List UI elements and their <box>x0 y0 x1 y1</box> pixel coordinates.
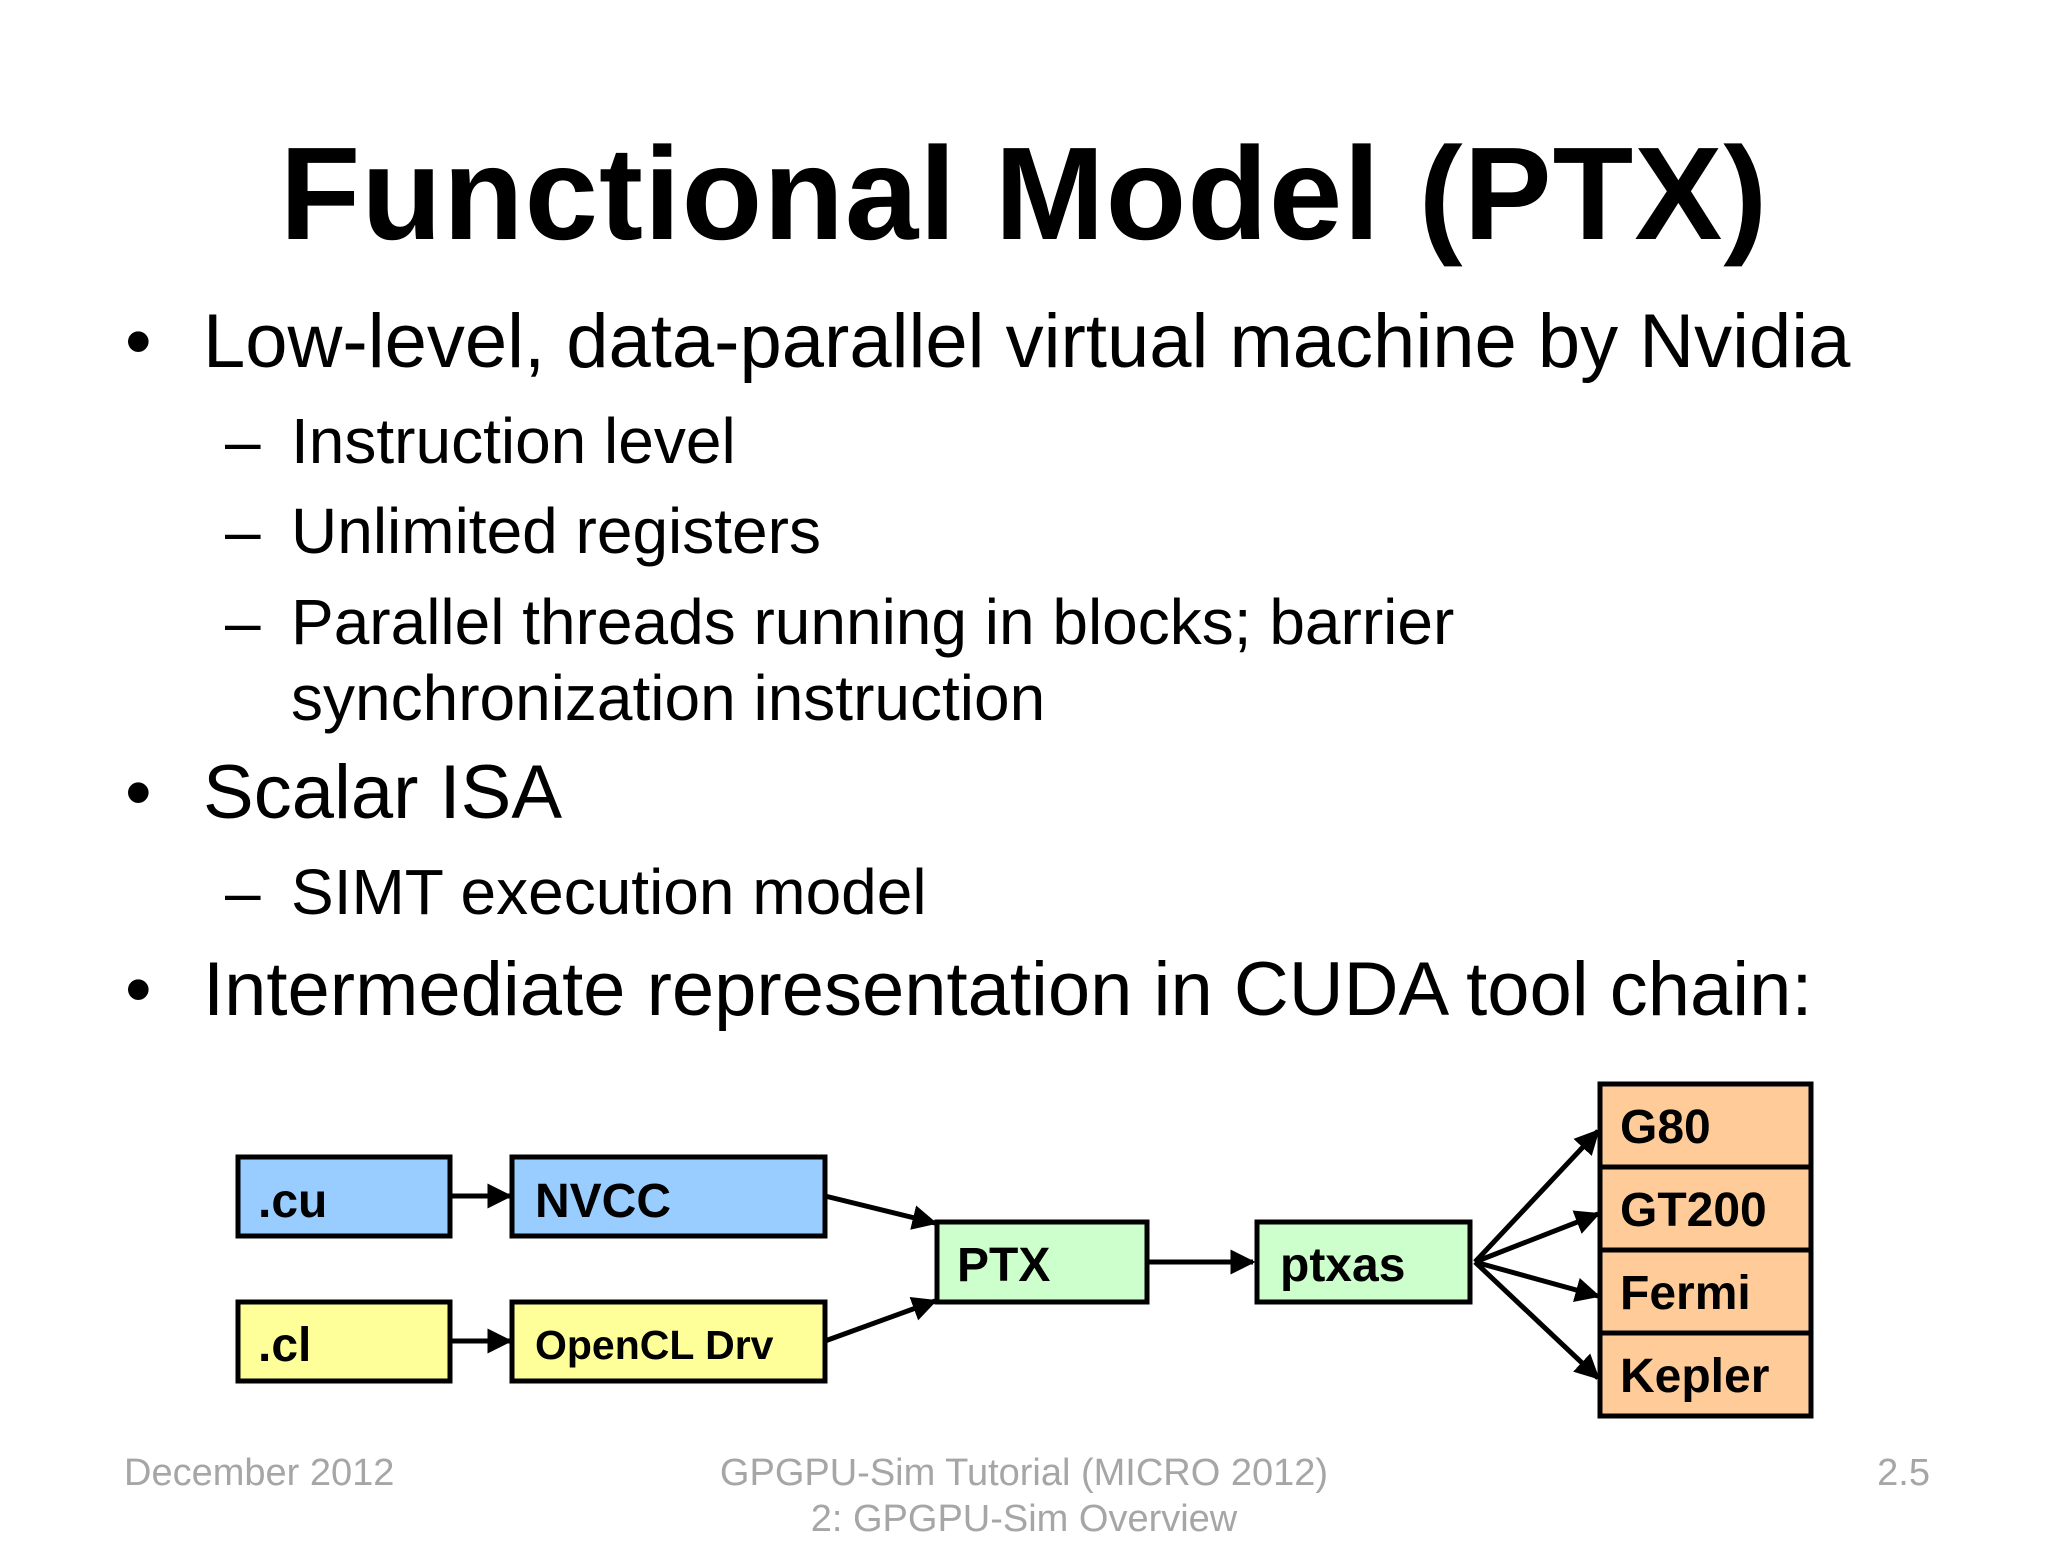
sub-bullet-text: SIMT execution model <box>291 856 927 928</box>
bullet-low-level: • Low-level, data-parallel virtual machi… <box>125 302 1850 382</box>
node-cu-label: .cu <box>258 1175 327 1228</box>
arrow-nvcc-to-ptx <box>824 1193 938 1230</box>
node-opencl-drv <box>509 1299 828 1384</box>
arrow-ptxas-to-fermi <box>1474 1259 1601 1303</box>
slide-title: Functional Model (PTX) <box>279 120 1769 267</box>
node-nvcc <box>509 1154 828 1239</box>
bullet-marker: • <box>125 947 152 1032</box>
node-ptx <box>934 1219 1150 1305</box>
node-cu <box>235 1154 453 1239</box>
arrow-ptxas-to-kepler <box>1473 1260 1600 1380</box>
sub-bullet-instruction-level: – Instruction level <box>225 404 736 480</box>
sub-bullet-marker: – <box>225 856 261 928</box>
node-ptx-label: PTX <box>957 1239 1050 1292</box>
node-cl <box>235 1299 453 1384</box>
bullet-marker: • <box>125 299 152 384</box>
sub-bullet-marker: – <box>225 586 261 658</box>
node-opencl-drv-label: OpenCL Drv <box>535 1322 774 1368</box>
node-cl-label: .cl <box>258 1319 311 1372</box>
footer-center: GPGPU-Sim Tutorial (MICRO 2012) 2: GPGPU… <box>624 1450 1424 1543</box>
sub-bullet-text-line-1: Parallel threads running in blocks; barr… <box>291 586 1455 658</box>
sub-bullet-parallel-threads: – Parallel threads running in blocks; ba… <box>225 585 1454 736</box>
footer-date: December 2012 <box>124 1452 395 1494</box>
bullet-intermediate-representation: • Intermediate representation in CUDA to… <box>125 950 1813 1030</box>
node-kepler <box>1597 1330 1814 1419</box>
bullet-text: Low-level, data-parallel virtual machine… <box>203 299 1851 384</box>
arrow-ptxas-to-g80 <box>1473 1129 1600 1264</box>
arrow-ptxas-to-gt200 <box>1474 1210 1601 1265</box>
footer-tutorial-title: GPGPU-Sim Tutorial (MICRO 2012) <box>719 1452 1329 1494</box>
sub-bullet-unlimited-registers: – Unlimited registers <box>225 494 821 570</box>
node-ptxas-label: ptxas <box>1280 1239 1405 1292</box>
sub-bullet-text: Instruction level <box>291 405 736 477</box>
sub-bullet-marker: – <box>225 405 261 477</box>
node-fermi-label: Fermi <box>1620 1267 1751 1320</box>
node-gt200-label: GT200 <box>1620 1184 1767 1237</box>
node-g80-label: G80 <box>1620 1101 1711 1154</box>
sub-bullet-text: Unlimited registers <box>291 495 821 567</box>
bullet-scalar-isa: • Scalar ISA <box>125 753 562 833</box>
bullet-text: Intermediate representation in CUDA tool… <box>203 947 1813 1032</box>
arrow-opencl-drv-to-ptx <box>824 1296 938 1344</box>
node-nvcc-label: NVCC <box>535 1175 671 1228</box>
footer-slide-number: 2.5 <box>1877 1452 1930 1494</box>
footer-section-title: 2: GPGPU-Sim Overview <box>810 1498 1238 1541</box>
node-kepler-label: Kepler <box>1620 1350 1769 1403</box>
sub-bullet-simt: – SIMT execution model <box>225 855 927 931</box>
bullet-text: Scalar ISA <box>203 750 563 835</box>
sub-bullet-marker: – <box>225 495 261 567</box>
bullet-marker: • <box>125 750 152 835</box>
sub-bullet-text-line-2: synchronization instruction <box>291 661 1046 734</box>
node-ptxas <box>1254 1219 1473 1305</box>
